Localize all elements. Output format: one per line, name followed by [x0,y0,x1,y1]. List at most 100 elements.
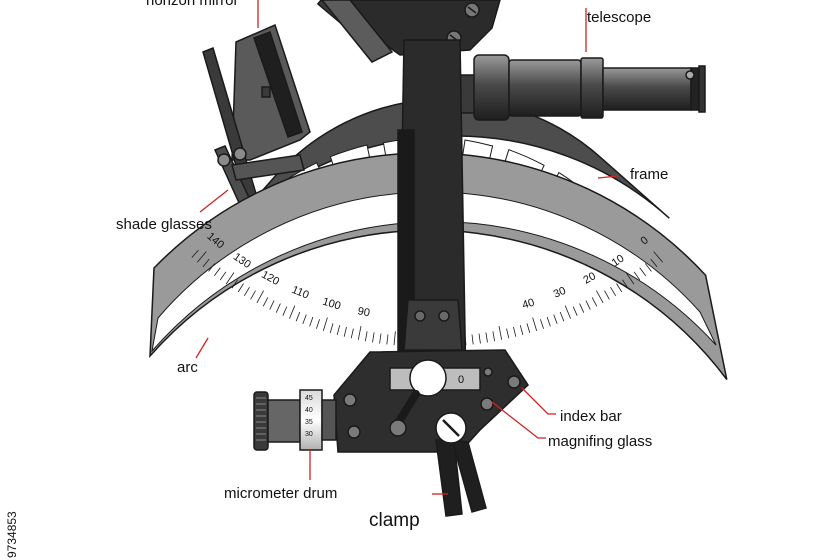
arc-tick [302,314,307,325]
arc-tick [585,300,591,310]
arc-tick [506,328,510,339]
arc-tick [591,297,598,307]
arc-tick [492,331,495,342]
drum-label-35: 35 [305,419,313,426]
arc-scale-label-30: 30 [552,285,568,301]
arc-tick [269,300,275,310]
arc-scale-band [151,191,717,353]
arc-tick [208,263,216,272]
arc-tick [191,249,199,258]
arc-tick [526,323,531,334]
arc-tick [237,283,244,293]
telescope [459,54,706,121]
leader-index-bar [521,387,556,415]
arc-tick [393,331,396,346]
arc-tick [564,305,571,319]
micrometer-drum: 45 40 35 30 [253,389,337,451]
arc-tick [604,290,610,300]
arc-tick [329,323,334,334]
arc-scale-label-10: 10 [610,253,627,270]
arc-tick [532,317,538,332]
arc-scale-label-20: 20 [582,270,598,286]
drum-label-45: 45 [305,395,313,402]
arc-limb [149,152,728,380]
arc-scale-label-90: 90 [357,305,371,319]
arc-tick [639,267,647,276]
arc-tick [243,286,250,297]
label-index-bar: index bar [560,408,622,425]
arc-tick [316,319,320,329]
arc-tick [644,263,652,272]
arc-tick [386,334,389,345]
label-micrometer-drum: micrometer drum [224,485,337,502]
arc-tick [350,328,354,339]
leader-arc [195,337,209,359]
arc-tick [262,297,269,307]
label-arc: arc [177,359,198,376]
index-mirror-head [316,0,501,63]
arc-scale-label-40: 40 [521,297,536,312]
arc-tick [498,326,503,340]
label-horizon-mirror: horizon mirror [146,0,239,9]
arc-tick [379,333,382,344]
horizon-mirror-assembly [231,23,311,161]
arc-tick [540,319,544,329]
label-clamp: clamp [369,510,420,531]
arc-tick [633,271,641,281]
arc-tick [650,258,658,268]
arc-tick [596,290,604,304]
arc-tick [365,331,368,342]
arc-tick [213,267,221,276]
leader-lines [195,0,619,495]
arc-tick [625,272,635,285]
arc-tick [256,290,264,304]
arc-scale-label-100: 100 [321,296,342,313]
arc-tick [196,251,207,263]
arc-tick [579,303,585,313]
arc-tick [610,286,617,297]
index-arm-plate: 0 0 [333,349,529,453]
index-bar [397,39,467,391]
arc-tick [616,283,623,293]
arc-tick [275,303,281,313]
arc-tick [653,251,664,263]
side-id-text: 9734853 [5,511,19,558]
arc-tick [478,333,481,344]
arc-tick [309,316,314,327]
index-window-reading-right: 0 [458,374,464,386]
label-telescope: telescope [587,9,651,26]
arc-scale-label-120: 120 [259,269,281,288]
magnifying-glass [409,359,447,397]
label-frame: frame [630,166,668,183]
arc-tick [336,325,341,335]
leader-frame [597,175,619,179]
arc-tick [295,311,301,322]
drum-label-40: 40 [305,407,313,414]
arc-tick [559,311,565,322]
label-magnifying-glass: magnifing glass [548,433,652,450]
drum-label-30: 30 [305,431,313,438]
arc-tick [553,314,558,325]
label-shade-glasses: shade glasses [116,216,212,233]
arc-tick [219,271,227,281]
clamp [435,412,487,517]
arc-tick [357,326,362,340]
arc-tick [622,279,629,289]
arc-tick [485,332,488,343]
arc-tick [322,317,328,332]
arc-tick [471,334,474,345]
arc-tick [282,306,288,316]
arc-tick [519,325,524,335]
arc-tick [289,305,296,319]
arc-tick [250,290,256,300]
arc-tick [202,258,210,268]
arc-tick [231,279,238,289]
arc-tick [572,306,578,316]
arc-tick [372,332,375,343]
arc-tick [343,326,347,337]
arc-tick [513,326,517,337]
leader-magnifying-glass [491,401,546,439]
arc-tick [546,316,551,327]
arc-scale-label-110: 110 [290,284,311,302]
